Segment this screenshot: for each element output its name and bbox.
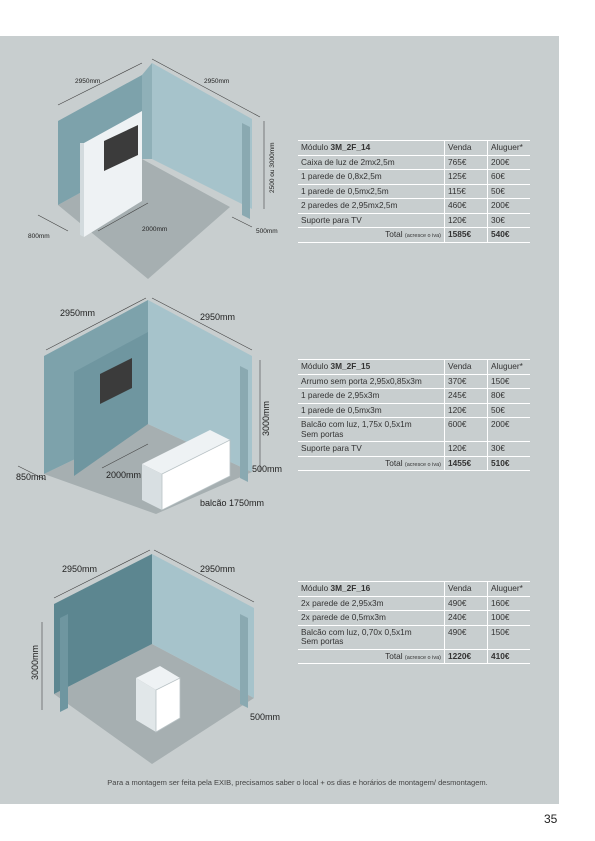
right-wall [152,554,254,698]
side-panel-left [60,614,68,712]
dim-side: 500mm [250,712,280,722]
assembly-footnote: Para a montagem ser feita pela EXIB, pre… [107,778,488,787]
table-row: 2x parede de 0,5mx3m 240€ 100€ [298,610,530,626]
dim-left-top: 2950mm [62,564,97,574]
price-table-3m-2f-15: Módulo 3M_2F_15 Venda Aluguer* Arrumo se… [298,359,530,472]
dim-right-top: 2950mm [204,78,229,85]
table-row: Arrumo sem porta 2,95x0,85x3m 370€ 150€ [298,373,530,390]
table-header: Módulo 3M_2F_15 Venda Aluguer* [298,359,530,375]
dim-counter: balcão 1750mm [200,498,264,508]
left-wall [54,554,152,694]
dim-inner: 2000mm [142,226,167,233]
table-row: Caixa de luz de 2mx2,5m 765€ 200€ [298,154,530,171]
dim-left-top: 2950mm [75,78,100,85]
table-total-row: Total (acresce o iva) 1585€ 540€ [298,227,530,243]
dim-right-top: 2950mm [200,564,235,574]
table-row: 1 parede de 0,5mx3m 120€ 50€ [298,402,530,419]
table-row: Suporte para TV 120€ 30€ [298,212,530,229]
dim-depth: 800mm [28,233,50,240]
table-row: Suporte para TV 120€ 30€ [298,441,530,457]
dim-right-top: 2950mm [200,312,235,322]
counter-top [136,666,180,690]
table-header: Módulo 3M_2F_14 Venda Aluguer* [298,140,530,156]
side-panel-right [240,366,248,482]
price-table-3m-2f-14: Módulo 3M_2F_14 Venda Aluguer* Caixa de … [298,140,530,243]
counter-face [161,439,231,511]
booth-3m-2f-16-illustration: 2950mm 2950mm 3000mm 500mm [30,549,280,764]
side-panel-right [242,123,250,219]
dim-height: 2500 ou 3000mm [269,142,276,193]
dim-inner: 2000mm [106,470,141,480]
counter-face [155,677,181,733]
page-number: 35 [544,812,558,826]
counter-front [142,464,162,510]
dim-left-top: 2950mm [60,308,95,318]
dim-side: 500mm [256,228,278,235]
side-panel-right [240,614,248,708]
dim-side: 500mm [252,464,282,474]
table-row: 2 paredes de 2,95mx2,5m 460€ 200€ [298,198,530,214]
table-total-row: Total (acresce o iva) 1220€ 410€ [298,648,530,665]
light-box-side [80,143,84,237]
table-row: 2x parede de 2,95x3m 490€ 160€ [298,595,530,612]
price-table-3m-2f-16: Módulo 3M_2F_16 Venda Aluguer* 2x parede… [298,581,530,665]
table-total-row: Total (acresce o iva) 1455€ 510€ [298,455,530,472]
right-wall [152,63,252,209]
booth-3m-2f-15-illustration: 2950mm 2950mm 3000mm 850mm 2000mm 500mm … [16,297,282,514]
right-wall [148,300,252,472]
table-header: Módulo 3M_2F_16 Venda Aluguer* [298,581,530,597]
booth-3m-2f-14-illustration: 2950mm 2950mm 2500 ou 3000mm 800mm 2000m… [28,58,278,279]
counter-top [142,430,230,474]
table-row: 1 parede de 2,95x3m 245€ 80€ [298,388,530,404]
dim-depth: 850mm [16,472,46,482]
back-top-edge [142,63,152,159]
tv-screen [104,125,138,171]
table-row: 1 parede de 0,5mx2,5m 115€ 50€ [298,183,530,200]
tv-screen [100,358,132,404]
dim-height: 3000mm [261,401,271,436]
counter-side [136,678,156,732]
dim-height: 3000mm [30,645,40,680]
table-row: 1 parede de 0,8x2,5m 125€ 60€ [298,169,530,185]
